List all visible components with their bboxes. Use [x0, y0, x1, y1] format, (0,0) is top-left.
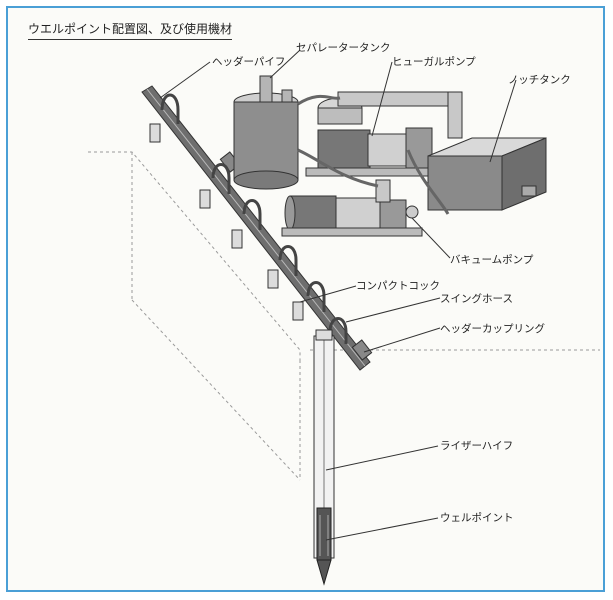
connecting-hoses: [297, 94, 450, 215]
label-vacuum-pump: バキュームポンプ: [450, 254, 534, 266]
label-centrifugal-pump: ヒューガルポンプ: [392, 56, 476, 68]
well-point-tip: [316, 507, 332, 586]
label-header-pipe: ヘッダーパイフ: [212, 56, 286, 68]
label-separator-tank: セパレータータンク: [296, 42, 391, 54]
label-riser-pipe: ライザーハイフ: [440, 440, 514, 452]
label-well-point: ウェルポイント: [440, 512, 514, 524]
notch-tank: [427, 137, 547, 211]
centrifugal-pump: [305, 91, 463, 177]
label-compact-cock: コンパクトコック: [356, 280, 440, 292]
label-header-coupling: ヘッダーカップリング: [440, 323, 545, 335]
compact-cocks: [149, 123, 304, 321]
label-notch-tank: ノッチタンク: [508, 74, 571, 86]
leader-lines: [159, 49, 517, 541]
separator-tank: [233, 75, 299, 190]
riser-pipe: [313, 329, 335, 559]
vacuum-pump: [281, 179, 423, 237]
diagram-title: ウエルポイント配置図、及び使用機材: [28, 20, 233, 40]
label-swing-hose: スイングホース: [440, 293, 513, 305]
swing-hoses: [160, 93, 348, 344]
